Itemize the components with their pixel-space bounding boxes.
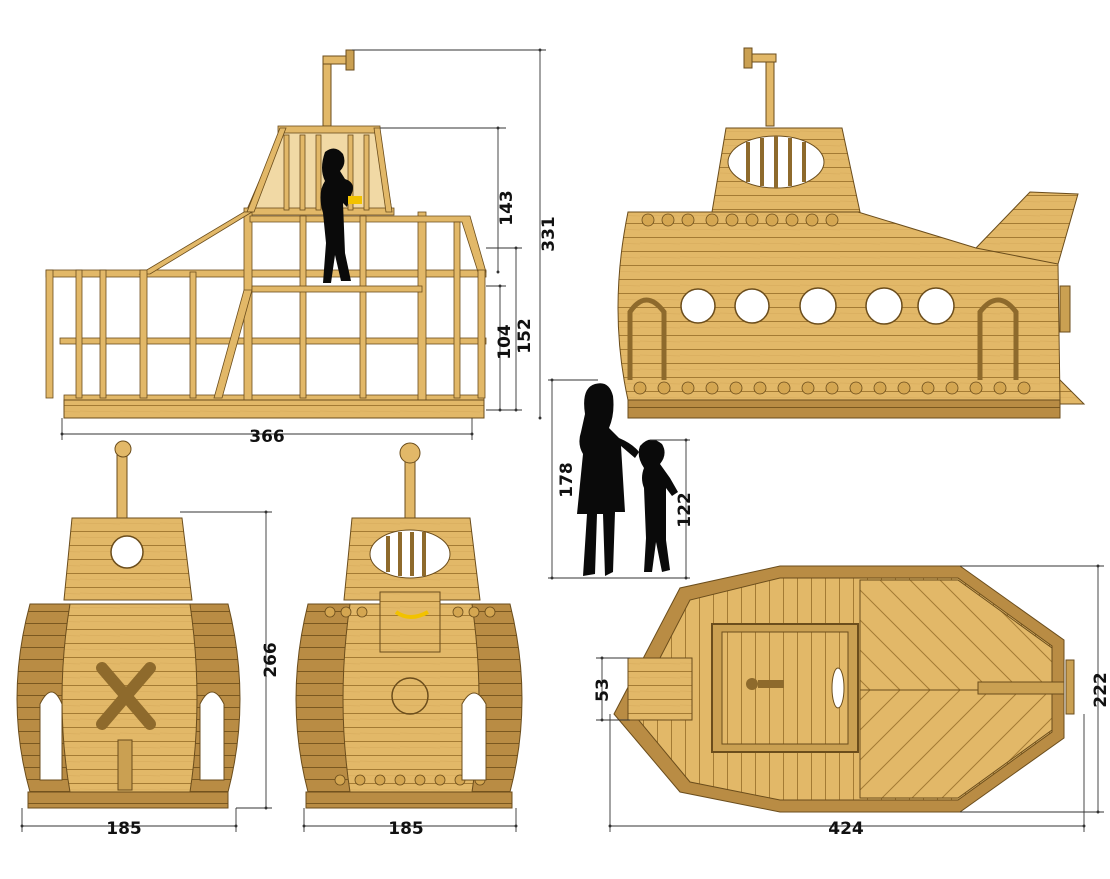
frame-tower-height-label: 143 (497, 190, 517, 226)
front-view (16, 440, 241, 809)
frame-total-height-label: 331 (539, 216, 559, 252)
adult-height-label: 178 (557, 462, 577, 498)
back-view (295, 442, 523, 809)
top-width-label: 222 (1091, 672, 1110, 708)
frame-side-view (45, 49, 487, 419)
child-height-label: 122 (675, 492, 695, 528)
back-width-label: 185 (388, 819, 424, 839)
front-width-label: 185 (106, 819, 142, 839)
clad-side-view (617, 47, 1086, 419)
frame-frame-height-label: 152 (515, 318, 535, 354)
frame-deck-height-label: 104 (495, 324, 515, 360)
top-length-label: 424 (828, 819, 864, 839)
dimension-lines (20, 48, 1104, 832)
child-silhouette-icon (320, 148, 353, 283)
frame-width-label: 366 (249, 427, 285, 447)
top-hatch-label: 53 (593, 678, 613, 702)
top-view (613, 565, 1075, 813)
people-scale-figures (577, 383, 678, 576)
front-height-label: 266 (261, 642, 281, 678)
dimension-labels: 366 331 143 152 104 178 122 185 266 185 … (106, 190, 1110, 839)
boy-silhouette-icon (638, 439, 678, 572)
adult-silhouette-icon (577, 383, 639, 576)
